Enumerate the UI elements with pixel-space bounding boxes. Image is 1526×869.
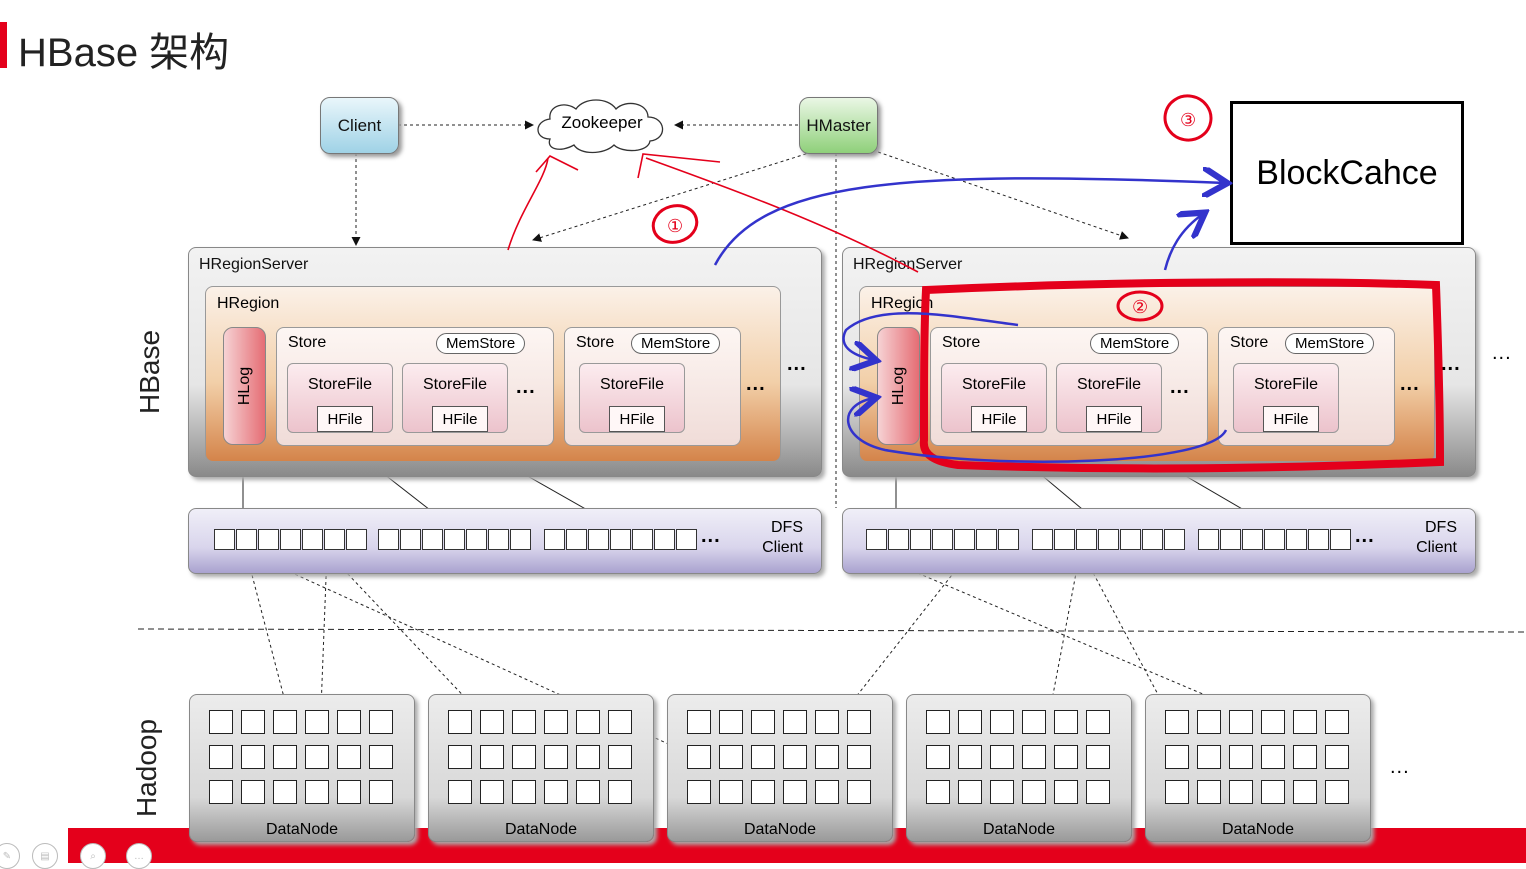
- ellipsis: ...: [1441, 353, 1461, 375]
- hfile: HFile: [971, 406, 1027, 432]
- dfs-to-datanode-arrow: [245, 551, 289, 706]
- store-label: Store: [576, 334, 615, 351]
- ellipsis: ...: [1390, 756, 1410, 778]
- ellipsis: ...: [1355, 525, 1375, 547]
- annotation-2: ②: [1132, 297, 1148, 318]
- hfile: HFile: [317, 406, 373, 432]
- ellipsis: ...: [701, 525, 721, 547]
- block-cache-box: BlockCahce: [1230, 101, 1464, 245]
- hmaster-node: HMaster: [799, 97, 878, 154]
- region-server-1: HRegionServer HRegion HLog Store MemStor…: [188, 247, 822, 477]
- ellipsis: ...: [787, 353, 807, 375]
- annotation-1: ①: [667, 216, 683, 237]
- hfile: HFile: [1086, 406, 1142, 432]
- ellipsis: ...: [1492, 342, 1512, 364]
- region-server-label: HRegionServer: [199, 256, 309, 273]
- memstore: MemStore: [436, 333, 526, 354]
- annotation-arrow-blue: [713, 178, 1225, 266]
- datanode-label: DataNode: [743, 821, 817, 838]
- memstore: MemStore: [1285, 333, 1375, 354]
- datanode-label: DataNode: [982, 821, 1056, 838]
- region-server-label: HRegionServer: [853, 256, 963, 273]
- hfile: HFile: [609, 406, 665, 432]
- zookeeper-cloud: [537, 99, 664, 154]
- datanode-label: DataNode: [1221, 821, 1295, 838]
- memstore: MemStore: [631, 333, 721, 354]
- pen-icon[interactable]: ✎: [0, 843, 20, 869]
- store-label: Store: [1230, 334, 1269, 351]
- hmaster-to-regionserver2-arrow: [877, 151, 1129, 240]
- hmaster-to-regionserver1-arrow: [532, 151, 813, 242]
- annotation-arrow-blue: [846, 398, 1228, 463]
- hregion-label: HRegion: [217, 295, 280, 312]
- datanode: DataNode: [189, 694, 415, 842]
- annotation-arrow-red: [645, 157, 919, 273]
- title-accent-bar: [0, 22, 7, 68]
- datanode-label: DataNode: [265, 821, 339, 838]
- datanode: DataNode: [667, 694, 893, 842]
- annotation-arrow-blue: [842, 311, 1019, 360]
- hfile: HFile: [1263, 406, 1319, 432]
- annotation-3: ③: [1180, 110, 1196, 131]
- annotation-arrow-red: [507, 157, 549, 251]
- hlog-1: HLog: [223, 327, 266, 445]
- client-node: Client: [320, 97, 399, 154]
- ellipsis: ...: [746, 373, 766, 395]
- ellipsis: ...: [516, 376, 536, 398]
- datanode: DataNode: [1145, 694, 1371, 842]
- slides-icon[interactable]: ▤: [32, 843, 58, 869]
- store-label: Store: [288, 334, 327, 351]
- more-icon[interactable]: …: [126, 843, 152, 869]
- hlog-2: HLog: [877, 327, 920, 445]
- datanode: DataNode: [906, 694, 1132, 842]
- store-label: Store: [942, 334, 981, 351]
- hregion-label: HRegion: [871, 295, 934, 312]
- hfile: HFile: [432, 406, 488, 432]
- zoom-icon[interactable]: ⌕: [80, 843, 106, 869]
- memstore: MemStore: [1090, 333, 1180, 354]
- annotation-arrow-blue: [1163, 214, 1203, 271]
- hadoop-divider: [137, 628, 1526, 633]
- datanode-label: DataNode: [504, 821, 578, 838]
- zookeeper-label: Zookeeper: [561, 113, 643, 132]
- page-title: HBase 架构: [18, 31, 230, 75]
- ellipsis: ...: [1170, 376, 1190, 398]
- region-highlight-box: [919, 278, 1445, 473]
- dfs-to-datanode-arrow: [326, 551, 511, 746]
- datanode: DataNode: [428, 694, 654, 842]
- ellipsis: ...: [1400, 373, 1420, 395]
